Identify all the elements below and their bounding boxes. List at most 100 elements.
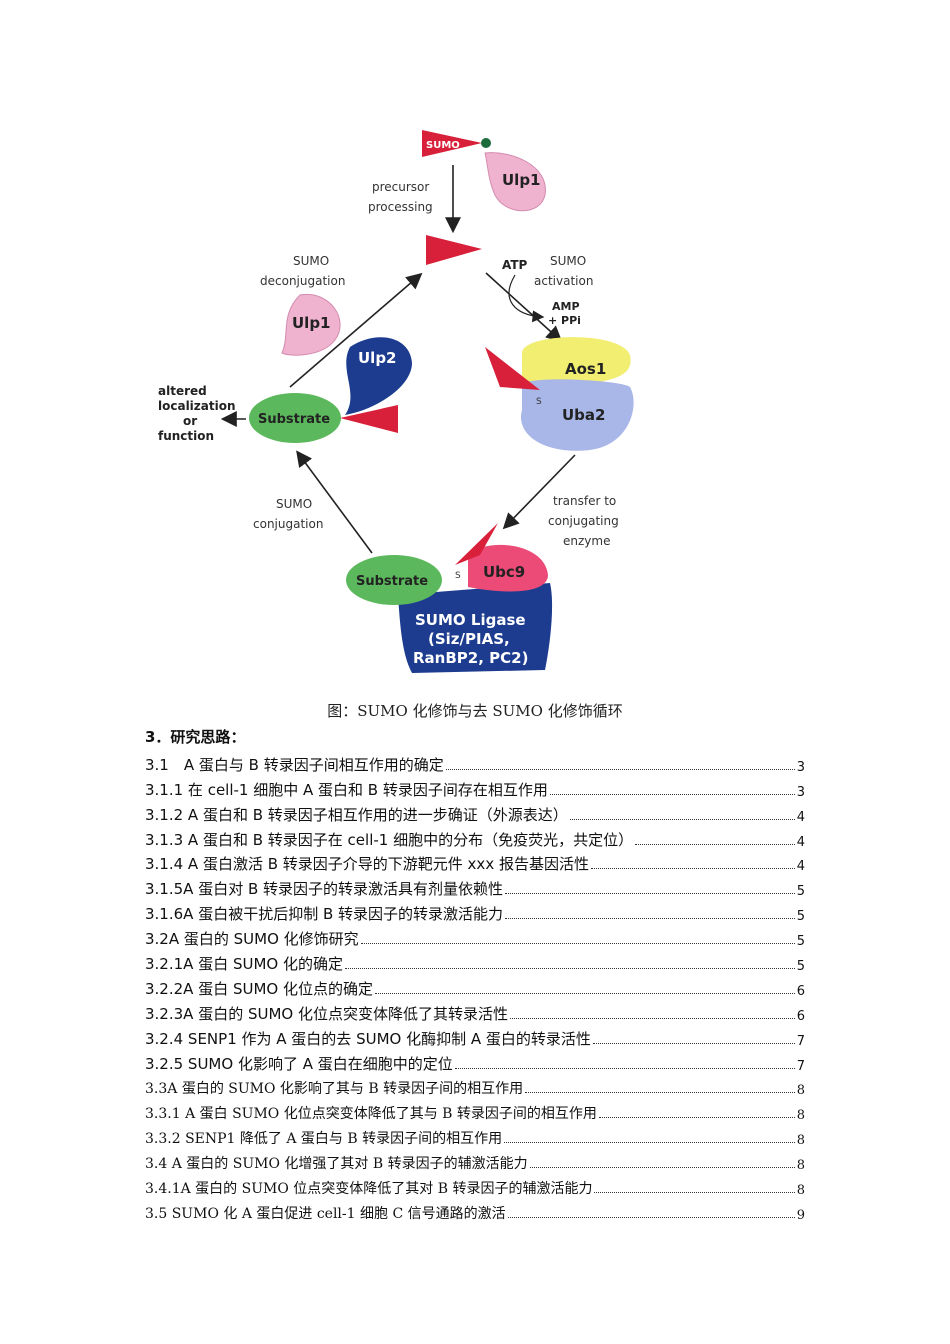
activation-arrow	[485, 272, 563, 343]
toc-leader-dots	[569, 818, 795, 820]
toc-entry-title: 3.2.5 SUMO 化影响了 A 蛋白在细胞中的定位	[145, 1054, 453, 1073]
toc-entry-title: 3.4 A 蛋白的 SUMO 化增强了其对 B 转录因子的辅激活能力	[145, 1156, 528, 1173]
toc-entry-page: 8	[796, 1133, 805, 1149]
toc-leader-dots	[454, 1067, 795, 1069]
aos1-uba2-complex: Aos1 Uba2 S	[485, 337, 634, 451]
toc-entry-page: 5	[796, 884, 805, 900]
toc-entry-page: 9	[796, 1207, 805, 1223]
processing-label: processing	[368, 200, 433, 214]
toc-entry-page: 8	[796, 1158, 805, 1174]
toc-entry-page: 8	[796, 1083, 805, 1099]
toc-entry[interactable]: 3.1.2 A 蛋白和 B 转录因子相互作用的进一步确证（外源表达） 4	[145, 800, 805, 825]
toc-leader-dots	[344, 968, 795, 970]
toc-entry[interactable]: 3.1.3 A 蛋白和 B 转录因子在 cell-1 细胞中的分布（免疫荧光，共…	[145, 825, 805, 850]
toc-leader-dots	[445, 768, 795, 770]
toc-entry-title: 3.1 A 蛋白与 B 转录因子间相互作用的确定	[145, 755, 444, 774]
deconj-arrow	[289, 272, 423, 388]
ulp2-label: Ulp2	[358, 349, 397, 367]
ppi-label: + PPi	[548, 314, 581, 327]
transfer-label-3: enzyme	[563, 534, 610, 548]
amp-arrow	[508, 274, 545, 323]
sumo-deconj-label-2: deconjugation	[260, 274, 345, 288]
sumo-precursor: SUMO	[422, 130, 491, 157]
toc-leader-dots	[374, 992, 795, 994]
toc-entry-page: 5	[796, 934, 805, 950]
toc-entry[interactable]: 3.2.5 SUMO 化影响了 A 蛋白在细胞中的定位 7	[145, 1049, 805, 1074]
toc-entry-title: 3.2.4 SENP1 作为 A 蛋白的去 SUMO 化酶抑制 A 蛋白的转录活…	[145, 1029, 591, 1048]
ligase-label-1: SUMO Ligase	[415, 611, 526, 629]
toc-entry-page: 5	[796, 959, 805, 975]
toc-leader-dots	[592, 1042, 795, 1044]
toc-entry[interactable]: 3.2.1A 蛋白 SUMO 化的确定 5	[145, 949, 805, 974]
ulp1-top-label: Ulp1	[502, 171, 541, 189]
substrate-top: Substrate	[249, 393, 341, 443]
toc-entry-page: 8	[796, 1183, 805, 1199]
ulp2: Ulp2	[345, 337, 412, 415]
toc-entry[interactable]: 3.5 SUMO 化 A 蛋白促进 cell-1 细胞 C 信号通路的激活 9	[145, 1198, 805, 1223]
atp-label: ATP	[502, 258, 528, 272]
toc-entry-title: 3.1.5A 蛋白对 B 转录因子的转录激活具有剂量依赖性	[145, 880, 504, 899]
toc-entry[interactable]: 3.1.1 在 cell-1 细胞中 A 蛋白和 B 转录因子间存在相互作用 3	[145, 775, 805, 800]
toc-entry-page: 7	[796, 1033, 805, 1049]
substrate-top-label: Substrate	[258, 412, 330, 427]
toc-entry[interactable]: 3.3A 蛋白的 SUMO 化影响了其与 B 转录因子间的相互作用 8	[145, 1074, 805, 1099]
toc-entry[interactable]: 3.1.6A 蛋白被干扰后抑制 B 转录因子的转录激活能力 5	[145, 899, 805, 924]
toc-entry-title: 3.1.4 A 蛋白激活 B 转录因子介导的下游靶元件 xxx 报告基因活性	[145, 855, 589, 874]
toc-entry-title: 3.1.6A 蛋白被干扰后抑制 B 转录因子的转录激活能力	[145, 905, 504, 924]
toc-entry-page: 4	[796, 809, 805, 825]
toc-entry-title: 3.5 SUMO 化 A 蛋白促进 cell-1 细胞 C 信号通路的激活	[145, 1205, 506, 1222]
toc-entry-title: 3.3A 蛋白的 SUMO 化影响了其与 B 转录因子间的相互作用	[145, 1081, 524, 1098]
altered-label-3: or	[183, 414, 197, 428]
toc-entry-page: 8	[796, 1108, 805, 1124]
transfer-arrow	[502, 454, 576, 530]
ubc9: Ubc9 S	[455, 523, 548, 592]
precursor-label: precursor	[372, 180, 429, 194]
toc-entry-title: 3.1.2 A 蛋白和 B 转录因子相互作用的进一步确证（外源表达）	[145, 805, 568, 824]
toc-entry-title: 3.2.1A 蛋白 SUMO 化的确定	[145, 955, 343, 974]
sumo-on-substrate	[340, 405, 398, 433]
altered-label-2: localization	[158, 399, 236, 413]
sumo-deconj-label-1: SUMO	[293, 254, 329, 268]
toc-leader-dots	[598, 1117, 795, 1119]
ulp1-left-label: Ulp1	[292, 314, 331, 332]
toc-entry[interactable]: 3.4 A 蛋白的 SUMO 化增强了其对 B 转录因子的辅激活能力 8	[145, 1148, 805, 1173]
toc-leader-dots	[509, 1017, 795, 1019]
sumo-cycle-diagram: SUMO Ulp1 precursor processing ATP SUMO …	[158, 130, 634, 673]
sumo-conj-label-1: SUMO	[276, 497, 312, 511]
toc-entry-title: 3.2.2A 蛋白 SUMO 化位点的确定	[145, 979, 373, 998]
transfer-label-1: transfer to	[553, 494, 616, 508]
toc-entry-title: 3.1.3 A 蛋白和 B 转录因子在 cell-1 细胞中的分布（免疫荧光，共…	[145, 830, 634, 849]
toc-entry-title: 3.1.1 在 cell-1 细胞中 A 蛋白和 B 转录因子间存在相互作用	[145, 780, 548, 799]
toc-leader-dots	[505, 918, 795, 920]
toc-entry-title: 3.3.2 SENP1 降低了 A 蛋白与 B 转录因子间的相互作用	[145, 1131, 503, 1148]
toc-leader-dots	[507, 1216, 795, 1218]
toc-entry[interactable]: 3.1.5A 蛋白对 B 转录因子的转录激活具有剂量依赖性 5	[145, 874, 805, 899]
toc-entry[interactable]: 3.3.2 SENP1 降低了 A 蛋白与 B 转录因子间的相互作用 8	[145, 1123, 805, 1148]
altered-label-1: altered	[158, 384, 207, 398]
sumo-activation-label-2: activation	[534, 274, 593, 288]
substrate-bottom-label: Substrate	[356, 574, 428, 589]
toc-leader-dots	[505, 893, 795, 895]
toc-leader-dots	[529, 1167, 795, 1169]
figure-caption: 图：SUMO 化修饰与去 SUMO 化修饰循环	[327, 702, 623, 720]
ulp1-top: Ulp1	[484, 152, 546, 212]
toc-entry-page: 6	[796, 1008, 805, 1024]
sumo-conj-label-2: conjugation	[253, 517, 323, 531]
ulp1-left: Ulp1	[281, 294, 341, 356]
s-bond-label-1: S	[536, 397, 542, 407]
amp-label: AMP	[552, 300, 580, 313]
uba2-label: Uba2	[562, 406, 605, 424]
s-bond-label-2: S	[455, 571, 461, 581]
toc-entry-page: 3	[796, 784, 805, 800]
toc-entry-page: 5	[796, 909, 805, 925]
toc-entry[interactable]: 3.2.4 SENP1 作为 A 蛋白的去 SUMO 化酶抑制 A 蛋白的转录活…	[145, 1024, 805, 1049]
toc-entry-page: 7	[796, 1058, 805, 1074]
toc-entry[interactable]: 3.3.1 A 蛋白 SUMO 化位点突变体降低了其与 B 转录因子间的相互作用…	[145, 1098, 805, 1123]
toc-leader-dots	[504, 1142, 795, 1144]
